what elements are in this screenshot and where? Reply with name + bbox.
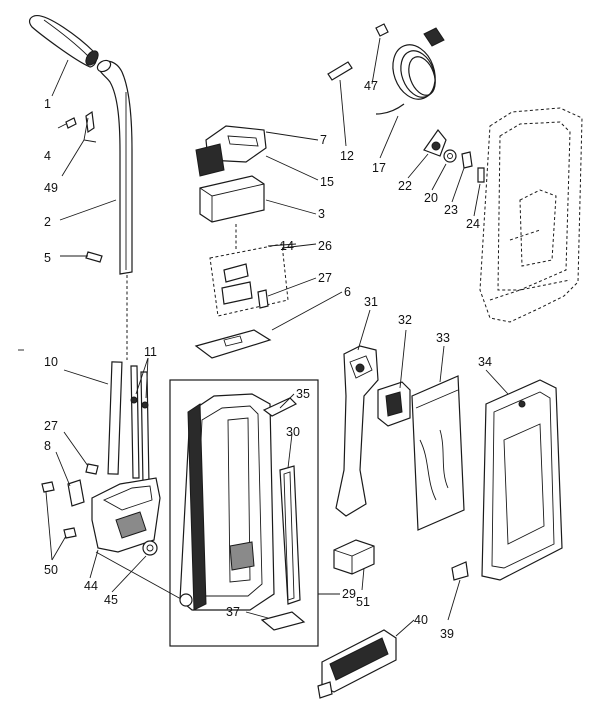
part-label-44: 44 [84,579,98,593]
switch-assembly [209,243,289,317]
seal-strip [279,465,301,605]
part-label-29: 29 [342,587,356,601]
part-label-50: 50 [44,563,58,577]
part-label-5: 5 [44,251,51,265]
part-label-8: 8 [44,439,51,453]
part-label-40: 40 [414,613,428,627]
power-cord [327,23,445,115]
part-label-11: 11 [144,345,157,359]
handle-tube [96,59,133,360]
part-label-47: 47 [364,79,378,93]
part-label-37: 37 [226,605,240,619]
switch-plate [194,329,272,359]
cord-hook-small-parts [423,128,485,183]
part-number-labels: 1 4 49 2 5 10 11 27 8 50 44 45 7 15 3 14… [44,79,492,641]
base-frame-group [169,379,319,647]
filter-block [333,539,375,575]
part-label-49: 49 [44,181,58,195]
bag-adapter [335,345,379,517]
part-label-26: 26 [318,239,332,253]
handle-grip [28,15,99,68]
part-label-6: 6 [344,285,351,299]
screw-5 [85,251,103,263]
part-label-12: 12 [340,149,354,163]
part-label-4: 4 [44,149,51,163]
small-plate [260,611,306,631]
bag-door [481,379,563,581]
part-label-20: 20 [424,191,438,205]
part-label-15: 15 [320,175,334,189]
part-label-3: 3 [318,207,325,221]
part-label-30: 30 [286,425,300,439]
lower-housing [41,463,191,605]
part-label-24: 24 [466,217,480,231]
door-latch [451,561,469,581]
part-label-17: 17 [372,161,386,175]
part-label-34: 34 [478,355,492,369]
part-label-31: 31 [364,295,378,309]
part-label-45: 45 [104,593,118,607]
part-label-1: 1 [44,97,51,111]
switch-cover [195,125,267,177]
dust-bag [411,375,465,531]
exhaust-grill [317,629,397,699]
part-label-39: 39 [440,627,454,641]
part-label-27a: 27 [44,419,58,433]
rear-housing-phantom [479,107,583,323]
part-label-2: 2 [44,215,51,229]
part-label-51: 51 [356,595,370,609]
part-label-14: 14 [280,239,294,253]
part-label-7: 7 [320,133,327,147]
part-label-32: 32 [398,313,412,327]
part-label-22: 22 [398,179,412,193]
part-label-27b: 27 [318,271,332,285]
part-label-35: 35 [296,387,310,401]
part-label-33: 33 [436,331,450,345]
part-label-23: 23 [444,203,458,217]
cord-hook [65,110,97,143]
leader-lines [45,37,509,637]
bag-collar [377,381,411,427]
switch-housing [199,175,265,250]
cord-guide-parts [107,361,150,485]
part-label-10: 10 [44,355,58,369]
